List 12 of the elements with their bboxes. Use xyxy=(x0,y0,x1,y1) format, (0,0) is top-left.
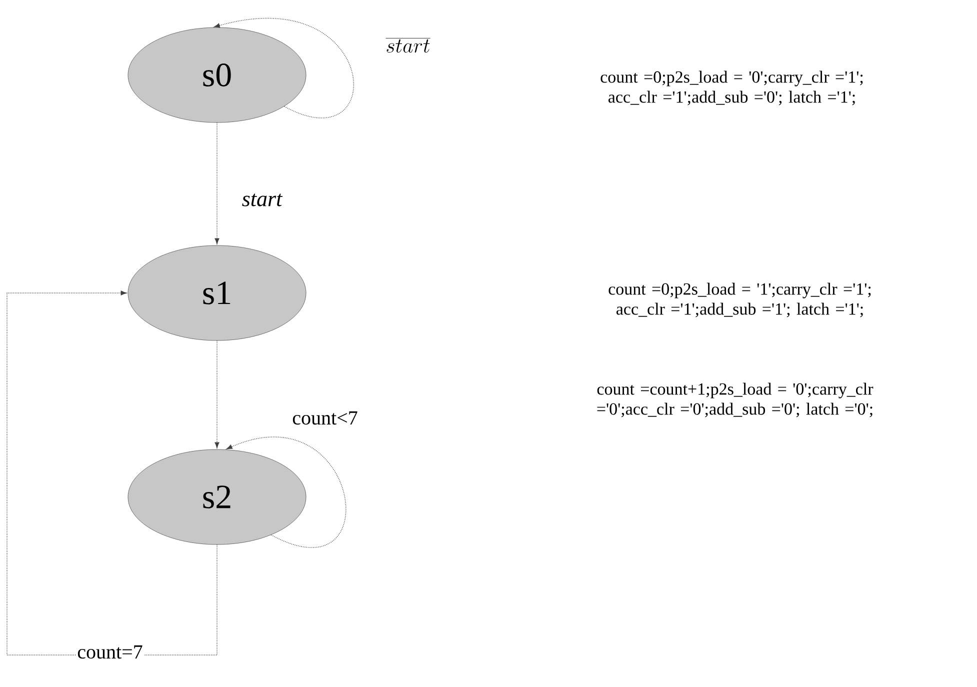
action-text: count =0;p2s_load = '1';carry_clr ='1'; acc_clr ='1';add_sub ='1'; latch ='1'; xyxy=(608,282,871,318)
arrow xyxy=(214,18,354,118)
edge-label: count<7 xyxy=(291,410,359,426)
edge-label: $\overline{start}$ xyxy=(384,36,432,54)
edge-label: count=7 xyxy=(76,644,144,660)
action-text: count =count+1;p2s_load = '0';carry_clr ='0';acc_clr ='0';add_sub ='0'; latch ='0'; xyxy=(597,382,874,418)
edge-label: start xyxy=(240,192,284,208)
arrow xyxy=(214,122,220,244)
arrow xyxy=(226,438,346,548)
arrow xyxy=(6,290,218,656)
action-text: count =0;p2s_load = '0';carry_clr ='1'; acc_clr ='1';add_sub ='0'; latch ='1'; xyxy=(600,70,863,106)
arrow xyxy=(214,340,220,448)
